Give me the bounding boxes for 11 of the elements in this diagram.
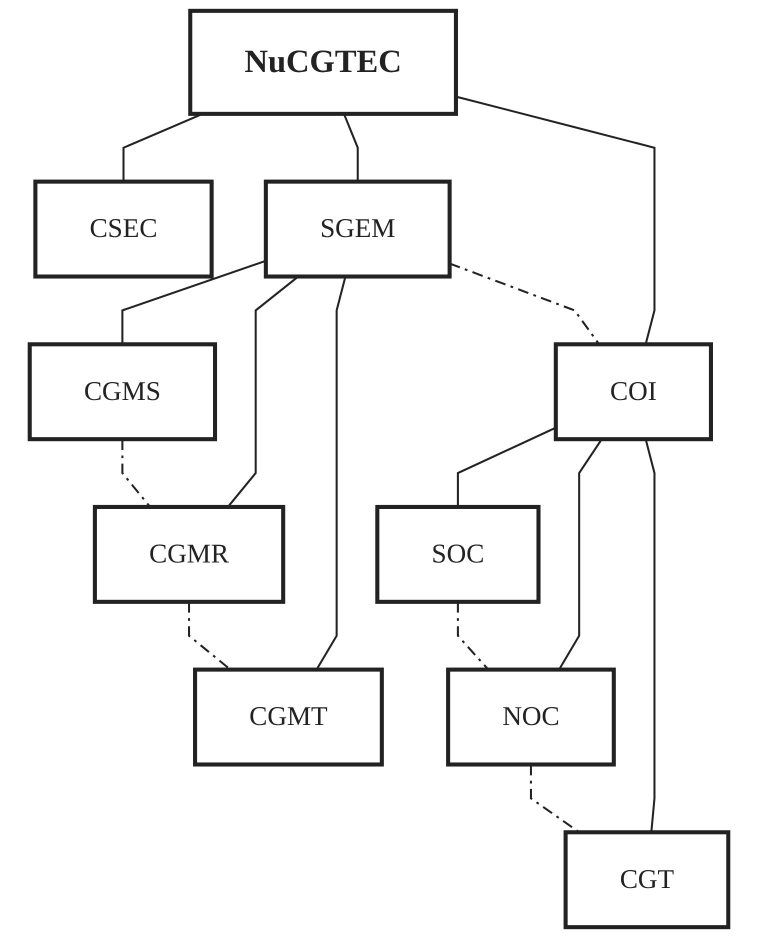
node-box: CSEC <box>33 180 214 279</box>
node-box: CGMR <box>92 504 286 604</box>
node-box: CGT <box>564 830 730 930</box>
node-box: SGEM <box>264 180 452 279</box>
node-box: NuCGTEC <box>188 8 458 116</box>
node-box: CGMS <box>28 342 218 442</box>
node-box: COI <box>554 342 713 442</box>
node-box: CGMT <box>193 668 384 767</box>
node-box: SOC <box>375 504 541 604</box>
node-box: NOC <box>446 668 616 767</box>
connector <box>121 260 266 344</box>
